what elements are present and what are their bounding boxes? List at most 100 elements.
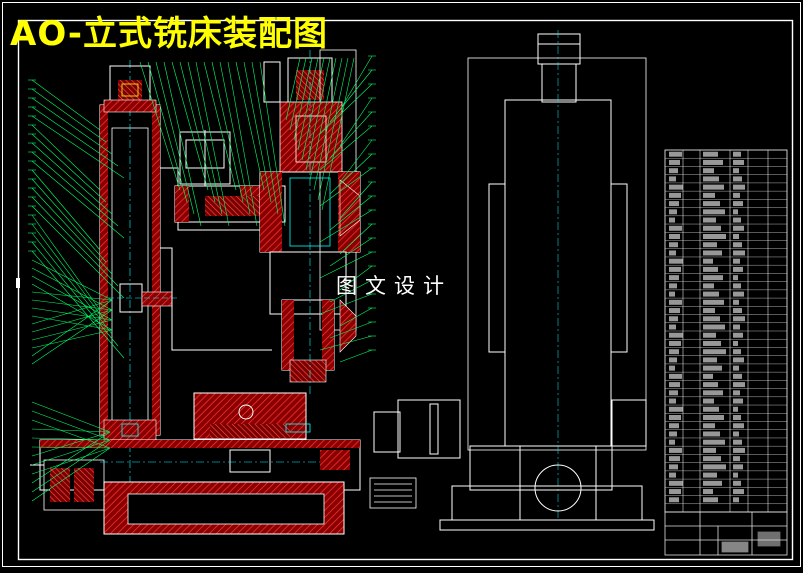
table-cell-text <box>733 439 742 445</box>
table-cell-text <box>733 332 743 338</box>
table-cell-text <box>733 176 742 182</box>
leader-line <box>319 167 373 207</box>
leader-line <box>31 178 107 263</box>
table-cell-text <box>703 283 714 289</box>
table-cell-text <box>733 497 739 503</box>
table-cell-text <box>703 176 719 182</box>
table-cell-text <box>669 159 680 165</box>
table-cell-text <box>733 283 741 289</box>
table-cell-text <box>703 151 718 157</box>
table-cell-text <box>703 275 723 281</box>
table-cell-text <box>703 258 713 264</box>
leader-line <box>329 69 373 123</box>
leader-line <box>31 431 111 457</box>
table-cell-text <box>733 373 742 379</box>
leader-line <box>171 61 209 191</box>
leader-line <box>297 57 319 151</box>
leader-line <box>329 153 373 195</box>
detail-block <box>369 477 417 509</box>
table-cell-text <box>703 415 724 420</box>
table-cell-text <box>733 415 741 420</box>
leader-line <box>329 321 373 339</box>
front-section-view <box>28 49 417 535</box>
arm-hatching <box>175 186 280 222</box>
table-cell-text <box>669 225 682 231</box>
leader-line <box>203 61 237 191</box>
leader-line <box>329 237 373 267</box>
table-cell-text <box>703 398 714 404</box>
table-cell-text <box>703 250 722 256</box>
parts-list-table <box>664 149 788 513</box>
table-cell-text <box>733 472 738 478</box>
leader-line <box>227 61 258 227</box>
table-cell-text <box>733 275 738 281</box>
table-cell-text <box>703 406 719 412</box>
table-cell-text <box>669 349 679 355</box>
table-cell-text <box>733 489 744 495</box>
leader-line <box>31 309 113 365</box>
table-cell-text <box>703 447 716 453</box>
table-cell-text <box>733 266 743 272</box>
table-cell-text <box>733 464 743 470</box>
table-cell-text <box>733 423 744 429</box>
leader-line <box>31 291 113 301</box>
leader-line <box>31 315 113 331</box>
table-cell-text <box>733 242 742 248</box>
table-cell-text <box>669 415 681 420</box>
table-cell-text <box>669 324 676 330</box>
table-cell-text <box>669 242 678 248</box>
leader-line <box>319 209 373 243</box>
table-cell-text <box>669 192 681 198</box>
table-cell-text <box>669 464 678 470</box>
table-cell-text <box>669 275 679 281</box>
leader-line <box>319 293 373 315</box>
leader-line <box>31 446 111 449</box>
table-cell-text <box>733 250 745 256</box>
table-cell-text <box>669 365 675 371</box>
table-cell-text <box>703 242 717 248</box>
table-cell-text <box>703 324 725 330</box>
leader-line <box>259 61 286 227</box>
leader-line <box>31 267 113 311</box>
leader-line <box>235 61 265 191</box>
table-cell-text <box>669 497 679 503</box>
leader-line <box>31 151 119 227</box>
leader-line <box>195 61 230 227</box>
leader-line <box>31 259 113 301</box>
table-cell-text <box>669 472 676 478</box>
left-margin-mark <box>16 278 20 288</box>
table-cell-text <box>669 283 677 289</box>
table-cell-text <box>733 209 738 215</box>
table-cell-text <box>703 489 713 495</box>
leader-line <box>305 57 331 171</box>
leader-line <box>179 61 216 203</box>
table-cell-text <box>703 201 720 207</box>
leader-line <box>31 401 111 433</box>
leader-line <box>309 57 337 181</box>
table-cell-text <box>669 447 682 453</box>
leader-line <box>139 61 181 191</box>
leader-line <box>31 79 101 131</box>
leader-line <box>31 124 101 191</box>
leader-line <box>31 447 111 502</box>
table-cell-text <box>669 316 678 322</box>
table-cell-text <box>733 324 740 330</box>
table-cell-text <box>669 308 680 314</box>
drawing-title: AO-立式铣床装配图 <box>10 14 328 54</box>
leader-line <box>31 97 113 155</box>
leader-line <box>219 61 251 215</box>
table-cell-text <box>669 431 677 437</box>
table-cell-text <box>703 357 717 363</box>
table-cell-text <box>669 184 683 190</box>
leader-line <box>243 61 272 203</box>
table-cell-text <box>669 390 678 396</box>
table-cell-text <box>703 472 717 478</box>
table-cell-text <box>733 382 745 388</box>
leader-line <box>31 115 125 179</box>
leader-line <box>339 139 373 183</box>
table-cell-text <box>703 192 715 198</box>
leader-line <box>31 223 107 323</box>
leader-line <box>313 57 343 191</box>
leader-line <box>31 428 111 433</box>
